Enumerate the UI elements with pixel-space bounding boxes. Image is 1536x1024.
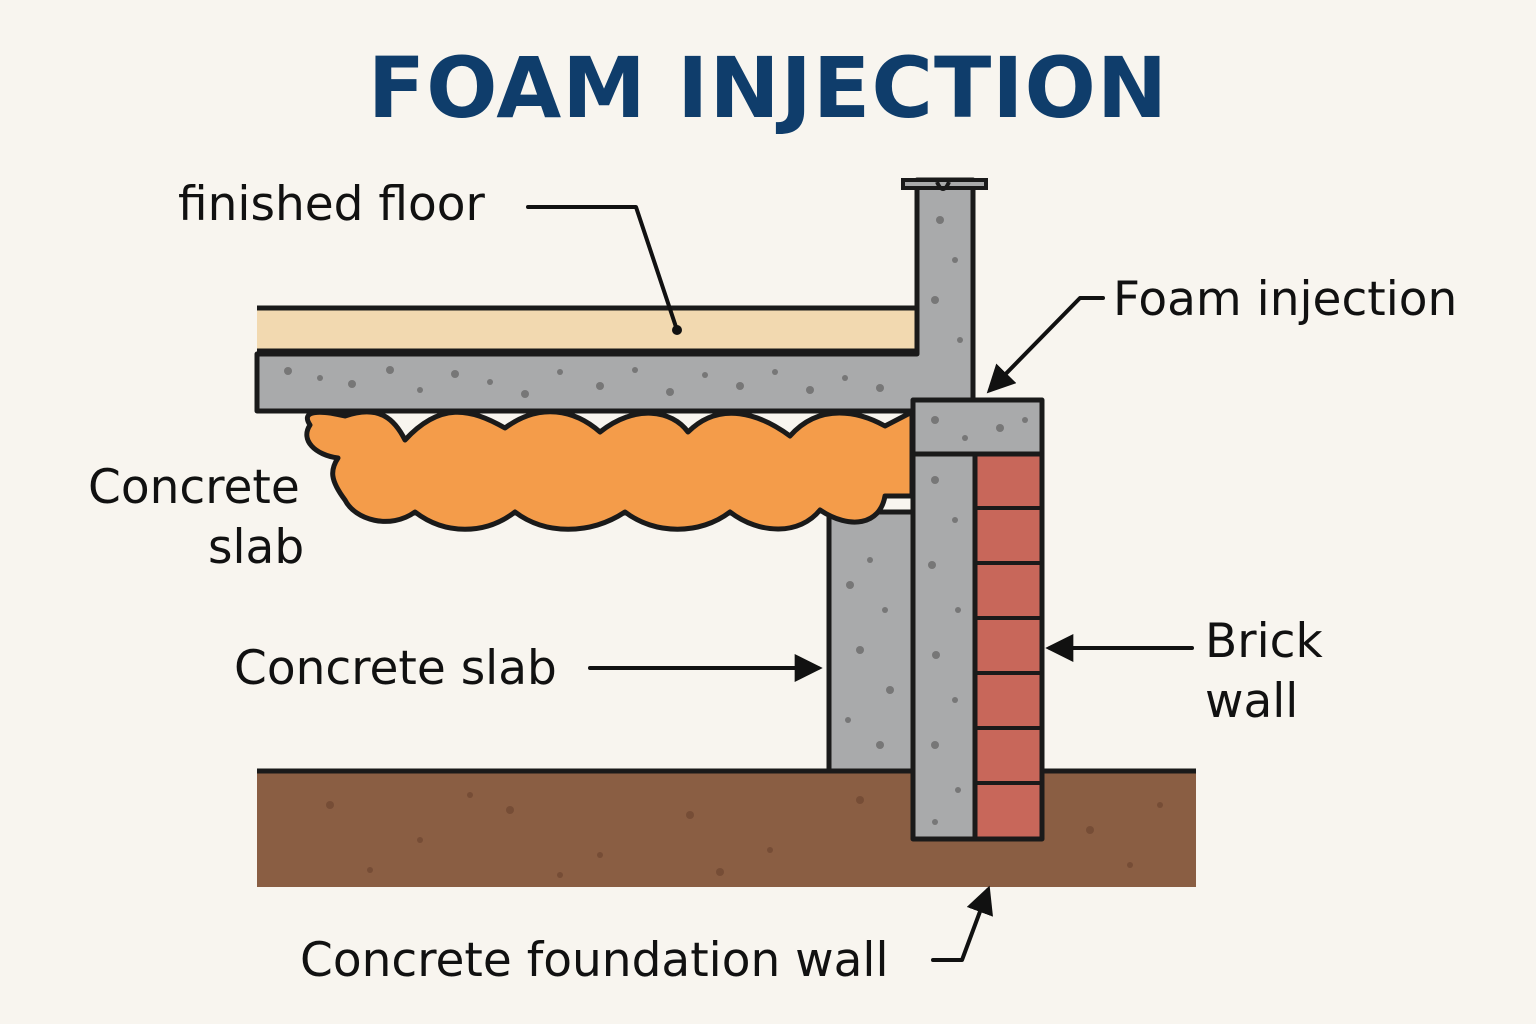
label-brick-wall-line1: Brick: [1205, 614, 1323, 669]
leader-dot-finished-floor: [672, 325, 682, 335]
leader-concrete-foundation-wall: [931, 885, 993, 962]
label-foam-injection: Foam injection: [1113, 272, 1457, 327]
brick-wall: [972, 451, 1045, 842]
diagram-title: FOAM INJECTION: [367, 39, 1169, 137]
label-finished-floor: finished floor: [178, 177, 486, 232]
concrete-slab-column: [826, 509, 920, 774]
foundation-aggregate-dots: [928, 416, 1028, 825]
leader-foam-injection: [986, 296, 1105, 394]
label-concrete-slab-upper-line1: Concrete: [88, 460, 300, 515]
label-brick-wall-line2: wall: [1205, 674, 1298, 729]
soil-ground: [257, 768, 1196, 887]
upper-concrete-slab: [254, 177, 988, 414]
label-concrete-foundation-wall: Concrete foundation wall: [300, 933, 889, 988]
label-concrete-slab-upper-line2: slab: [208, 520, 304, 575]
injected-foam: [304, 409, 915, 532]
label-concrete-slab: Concrete slab: [234, 641, 557, 696]
brick-mortar-lines: [975, 506, 1042, 785]
concrete-foundation-wall: [910, 397, 1045, 842]
aggregate-dots: [845, 557, 894, 749]
finished-floor-layer: [257, 305, 920, 354]
leader-finished-floor: [526, 205, 679, 332]
soil-specks: [326, 792, 1163, 878]
slab-aggregate-dots: [284, 216, 963, 398]
